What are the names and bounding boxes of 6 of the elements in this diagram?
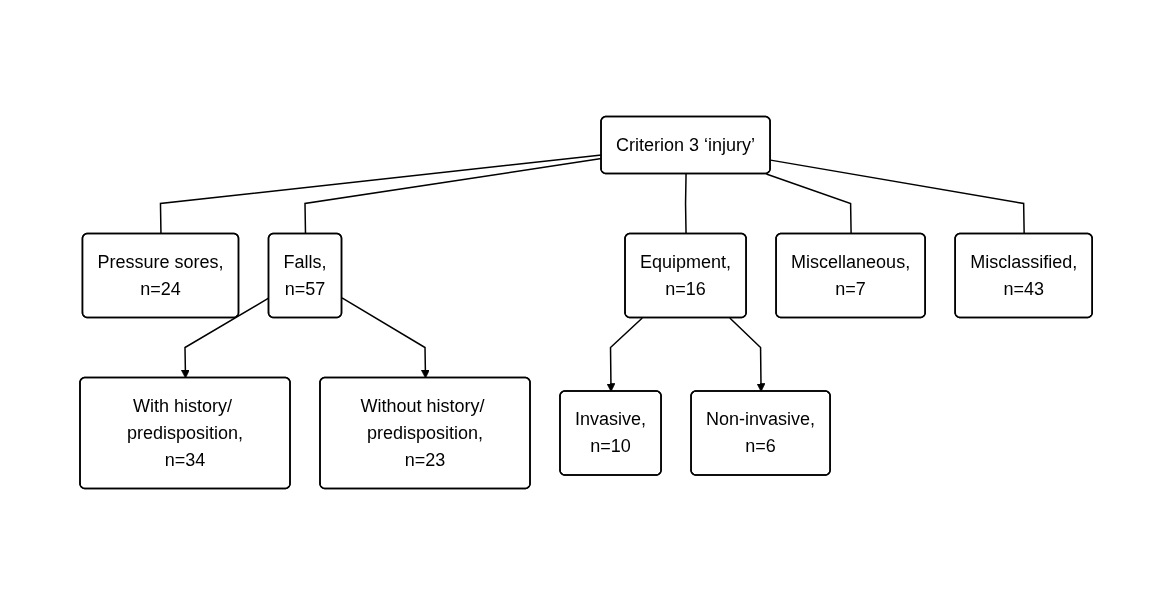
- connector: [769, 159, 1025, 235]
- arrow: [341, 297, 430, 379]
- connector: [765, 173, 852, 235]
- connector: [684, 173, 687, 235]
- arrow: [728, 317, 766, 392]
- arrow: [606, 317, 643, 392]
